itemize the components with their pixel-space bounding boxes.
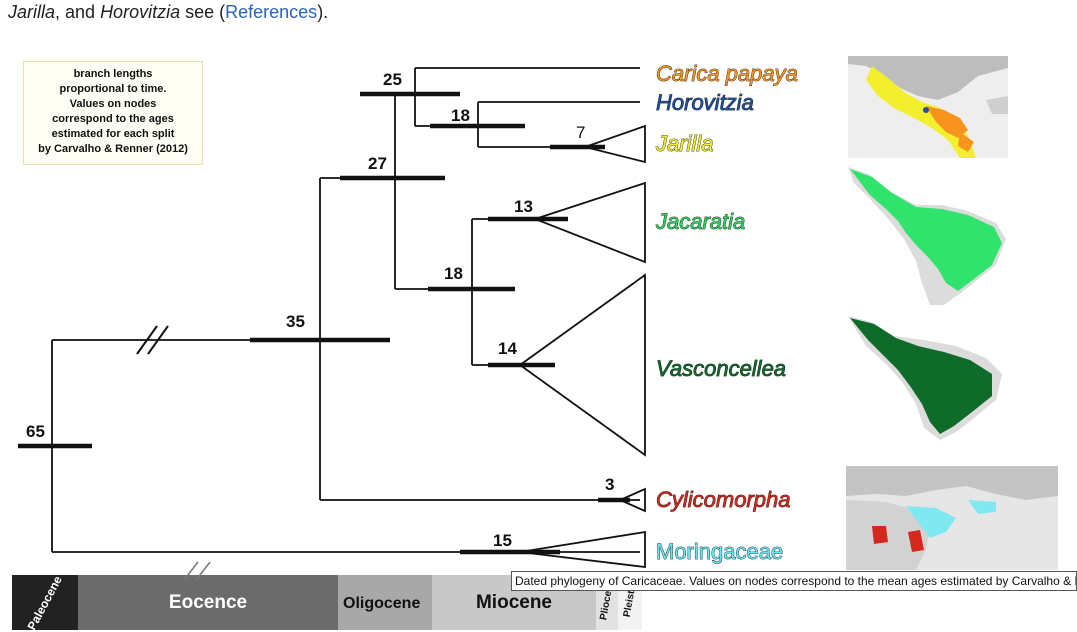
- intro-end: ).: [317, 2, 329, 22]
- era-oligocene-label: Oligocene: [343, 595, 421, 612]
- axis-break-marks: [136, 325, 169, 355]
- note-line-6: by Carvalho & Renner (2012): [38, 143, 188, 155]
- era-eocene-label: Eocence: [168, 591, 248, 613]
- clade-jarilla: [581, 124, 646, 164]
- taxon-moringaceae: Moringaceae: [656, 539, 783, 564]
- map-south-america-vasconcellea: [846, 312, 1008, 440]
- taxon-jacaratia: Jacaratia: [655, 209, 745, 234]
- image-caption-tooltip: Dated phylogeny of Caricaceae. Values on…: [511, 571, 1077, 591]
- intro-see: see (: [180, 2, 226, 22]
- age-n27: 27: [368, 154, 387, 173]
- timeline-break-marks: [183, 561, 211, 581]
- age-n7: 7: [576, 123, 585, 142]
- age-n35: 35: [286, 312, 305, 331]
- legend-note: branch lengths proportional to time. Val…: [23, 61, 203, 165]
- map-vasconcellea-graphic: [848, 316, 1002, 440]
- era-eocene: Eocence: [78, 575, 338, 630]
- map-central-america-graphic: [848, 56, 1008, 158]
- note-line-2: proportional to time.: [59, 83, 167, 95]
- map-africa-asia: [846, 466, 1058, 570]
- age-n25: 25: [383, 70, 402, 89]
- node-age-labels: 65 35 27 25 18 7 18 13 14 3 15: [26, 70, 614, 550]
- clade-vasconcellea: [518, 273, 646, 457]
- taxon-carica: Carica papaya: [656, 61, 798, 86]
- map-south-america-jacaratia: [846, 165, 1008, 305]
- age-root: 65: [26, 422, 45, 441]
- genus-horovitzia: Horovitzia: [100, 2, 181, 22]
- taxon-cylicomorpha: Cylicomorpha: [656, 487, 791, 512]
- taxon-labels: Carica papaya Horovitzia Jarilla Jacarat…: [655, 61, 799, 565]
- era-oligocene: Oligocene: [338, 575, 432, 630]
- map-africa-asia-graphic: [846, 466, 1058, 570]
- note-line-3: Values on nodes: [69, 98, 157, 110]
- age-n14: 14: [498, 339, 517, 358]
- clade-cylicomorpha: [617, 487, 646, 513]
- map-central-america: [848, 56, 1008, 158]
- clade-moringaceae: [519, 530, 646, 569]
- node-age-bars: [18, 91, 630, 555]
- genus-jarilla: Jarilla: [8, 2, 56, 22]
- map-jacaratia-graphic: [848, 167, 1006, 305]
- note-line-4: correspond to the ages: [52, 113, 174, 125]
- note-line-5: estimated for each split: [51, 128, 175, 140]
- age-n18b: 18: [444, 264, 463, 283]
- age-n3: 3: [605, 475, 614, 494]
- age-n18a: 18: [451, 106, 470, 125]
- age-n13: 13: [514, 197, 533, 216]
- intro-text: Jarilla, and Horovitzia see (References)…: [8, 2, 328, 23]
- note-line-1: branch lengths: [73, 68, 153, 80]
- references-link[interactable]: References: [225, 2, 318, 22]
- taxon-horovitzia: Horovitzia: [656, 90, 754, 115]
- taxon-vasconcellea: Vasconcellea: [656, 356, 786, 381]
- age-n15: 15: [493, 531, 512, 550]
- intro-sep: , and: [55, 2, 101, 22]
- clade-jacaratia: [532, 181, 646, 264]
- era-miocene-label: Miocene: [475, 591, 553, 613]
- taxon-jarilla: Jarilla: [655, 131, 713, 156]
- era-paleocene: Paleocene: [12, 573, 78, 632]
